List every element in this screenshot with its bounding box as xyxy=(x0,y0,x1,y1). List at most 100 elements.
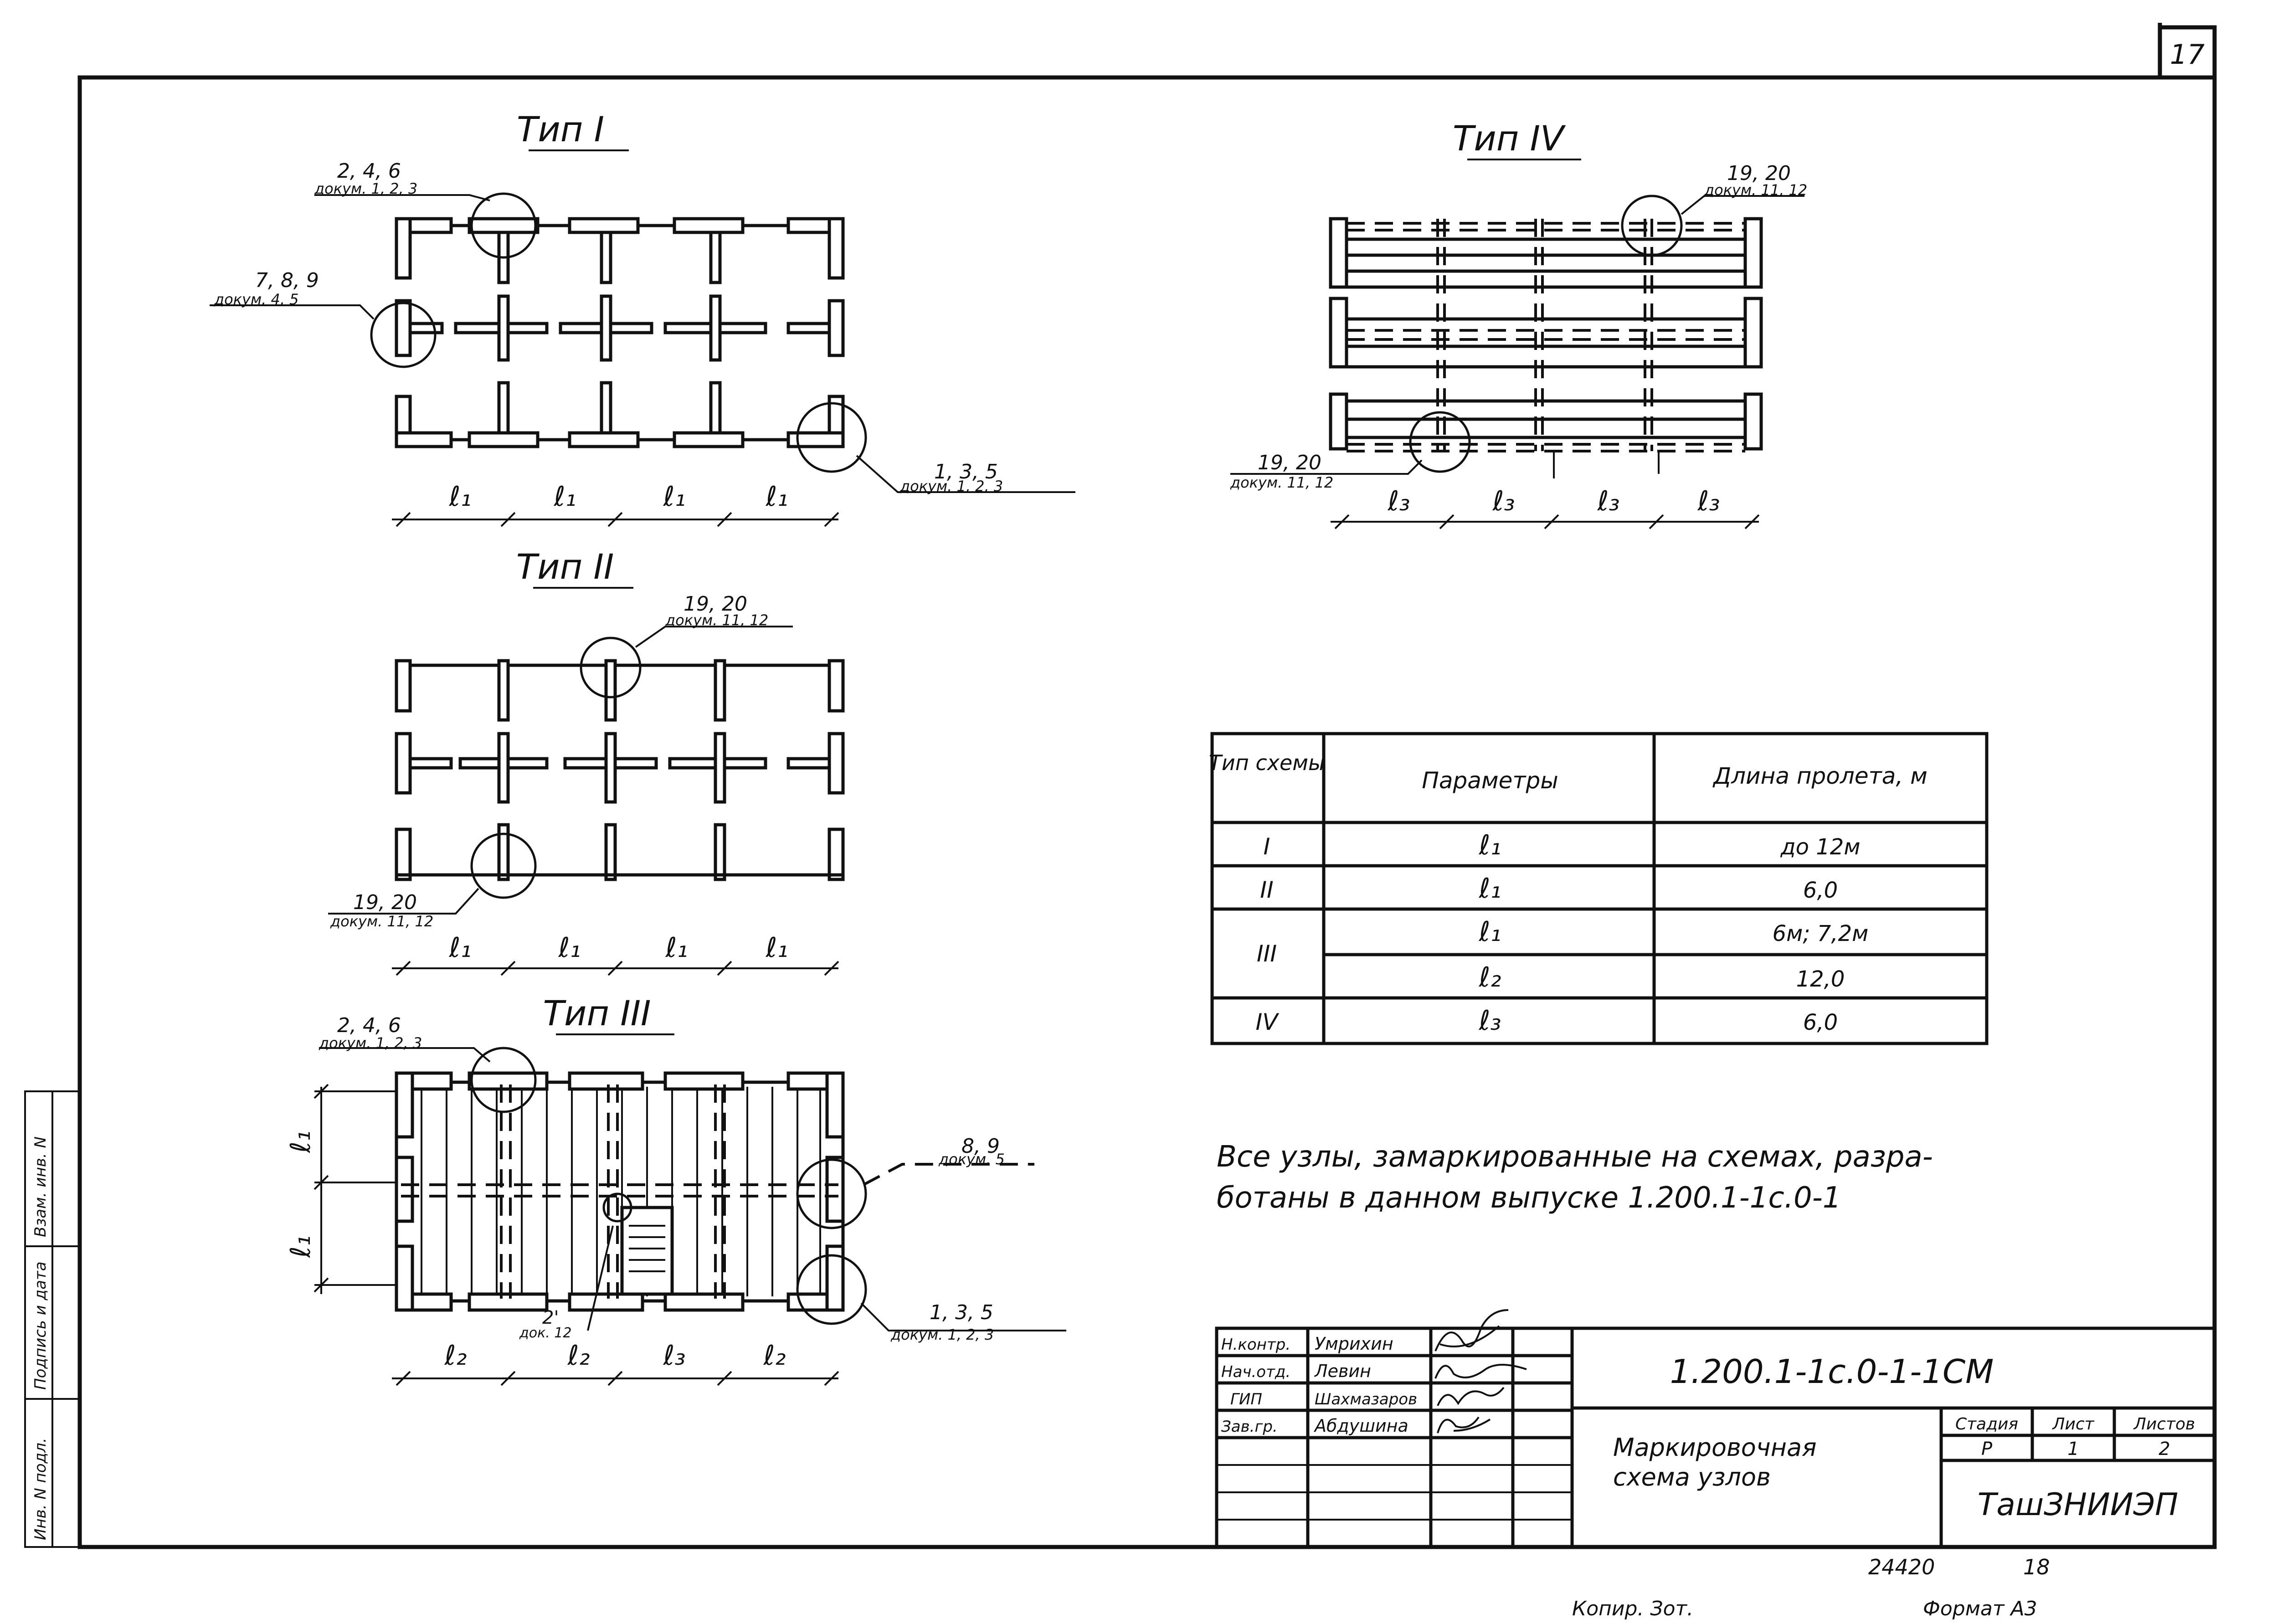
table-row-2-param: ℓ₁ xyxy=(1479,873,1501,905)
type1-callout-2-doc: докум. 4, 5 xyxy=(214,291,299,308)
table-row-1-length: до 12м xyxy=(1780,834,1860,860)
type4-dim-4: ℓ₃ xyxy=(1697,485,1720,517)
scheme-type-1: Тип I xyxy=(210,109,1075,527)
staff-name-2: Левин xyxy=(1314,1361,1371,1381)
table-row-2-length: 6,0 xyxy=(1803,878,1838,903)
type4-callout-2-nodes: 19, 20 xyxy=(1258,451,1321,474)
table-header-params: Параметры xyxy=(1422,767,1558,794)
signature-2 xyxy=(1434,1364,1527,1379)
sheet-header: Лист xyxy=(2051,1415,2094,1434)
type3-callout-1-nodes: 2, 4, 6 xyxy=(337,1014,401,1037)
signature-1 xyxy=(1434,1309,1509,1352)
type1-callout-3-doc: докум. 1, 2, 3 xyxy=(899,478,1003,495)
stage-header: Стадия xyxy=(1955,1415,2018,1434)
document-code: 1.200.1-1с.0-1-1СМ xyxy=(1670,1352,1994,1391)
staff-name-3: Шахмазаров xyxy=(1315,1390,1417,1408)
scheme-type-2: Тип II 19, 20 докум. 11, 12 19, 2 xyxy=(328,546,845,976)
sheets-header: Листов xyxy=(2133,1415,2195,1434)
type3-dim-3: ℓ₃ xyxy=(663,1340,686,1372)
signature-3 xyxy=(1437,1387,1505,1406)
organization: ТашЗНИИЭП xyxy=(1978,1487,2179,1523)
table-row-3-length: 6м; 7,2м xyxy=(1773,921,1869,946)
type1-dim-1: ℓ₁ xyxy=(449,481,472,513)
type4-dim-3: ℓ₃ xyxy=(1597,485,1620,517)
type1-callout-1-nodes: 2, 4, 6 xyxy=(337,159,401,183)
type2-callout-2-doc: докум. 11, 12 xyxy=(330,913,433,930)
table-row-5-length: 6,0 xyxy=(1803,1010,1838,1035)
type1-callout-1-doc: докум. 1, 2, 3 xyxy=(314,180,417,197)
bottom-code: 24420 xyxy=(1868,1555,1935,1579)
type2-dim-2: ℓ₁ xyxy=(558,932,581,964)
type3-callout-4-doc: док. 12 xyxy=(519,1325,571,1341)
type1-callout-3-nodes: 1, 3, 5 xyxy=(934,460,998,483)
stamp-sign-date: Подпись и дата xyxy=(31,1261,50,1390)
type3-side-dim-1: ℓ₁ xyxy=(285,1131,317,1153)
table-row-1-param: ℓ₁ xyxy=(1479,829,1501,861)
type3-dim-4: ℓ₂ xyxy=(763,1340,786,1372)
table-row-2-type: II xyxy=(1260,877,1274,903)
staff-role-3: ГИП xyxy=(1230,1390,1262,1408)
type4-callout-1-doc: докум. 11, 12 xyxy=(1704,181,1807,199)
type2-dim-3: ℓ₁ xyxy=(665,932,688,964)
type3-callout-1-doc: докум. 1, 2, 3 xyxy=(319,1034,422,1052)
staff-role-2: Нач.отд. xyxy=(1221,1363,1290,1381)
staff-role-1: Н.контр. xyxy=(1221,1336,1290,1354)
parameters-table: Тип схемы Параметры Длина пролета, м I ℓ… xyxy=(1209,732,1989,1045)
type2-callout-1-nodes: 19, 20 xyxy=(684,592,747,616)
table-header-length: Длина пролета, м xyxy=(1712,763,1927,789)
stamp-inv-orig: Инв. N подл. xyxy=(31,1438,50,1540)
type4-dim-1: ℓ₃ xyxy=(1388,485,1410,517)
type3-side-dim-2: ℓ₁ xyxy=(285,1235,317,1258)
table-row-4-param: ℓ₂ xyxy=(1479,961,1501,993)
table-row-5-type: IV xyxy=(1256,1009,1280,1035)
format-note: Формат А3 xyxy=(1923,1597,2037,1620)
type3-callout-3-doc: докум. 1, 2, 3 xyxy=(890,1326,994,1343)
type3-callout-3-nodes: 1, 3, 5 xyxy=(930,1301,993,1324)
table-header-type-text: Тип схемы xyxy=(1209,750,1325,775)
type2-dim-1: ℓ₁ xyxy=(449,932,472,964)
title-block: Н.контр. Умрихин Нач.отд. Левин ГИП Шахм… xyxy=(1215,1309,2216,1549)
table-row-3-type: III xyxy=(1257,940,1277,967)
table-row-1-type: I xyxy=(1264,833,1270,860)
bottom-number: 18 xyxy=(2023,1555,2050,1579)
type3-dim-2: ℓ₂ xyxy=(567,1340,590,1372)
scheme-type-2-title: Тип II xyxy=(516,546,614,587)
sheet-value: 1 xyxy=(2067,1439,2079,1460)
table-header-type: Тип схемы xyxy=(1209,750,1325,775)
type3-callout-2-nodes: 8, 9 xyxy=(961,1135,1000,1158)
signature-4 xyxy=(1437,1416,1491,1434)
type1-callout-2-nodes: 7, 8, 9 xyxy=(255,269,319,292)
scheme-type-1-title: Тип I xyxy=(517,109,604,149)
note-line-2: ботаны в данном выпуске 1.200.1-1с.0-1 xyxy=(1217,1181,1841,1215)
stamp-inv-replace: Взам. инв. N xyxy=(31,1136,50,1237)
type1-dim-3: ℓ₁ xyxy=(663,481,686,513)
scheme-type-3: Тип III xyxy=(285,993,1066,1386)
type1-dim-4: ℓ₁ xyxy=(766,481,788,513)
table-row-4-length: 12,0 xyxy=(1796,966,1845,992)
type2-callout-1-doc: докум. 11, 12 xyxy=(665,612,768,629)
copy-note: Копир. Зот. xyxy=(1572,1597,1693,1620)
drawing-name-line-1: Маркировочная xyxy=(1613,1433,1817,1462)
type1-dim-2: ℓ₁ xyxy=(554,481,576,513)
general-note: Все узлы, замаркированные на схемах, раз… xyxy=(1217,1140,1933,1215)
drawing-name-line-2: схема узлов xyxy=(1613,1463,1771,1491)
staff-name-1: Умрихин xyxy=(1315,1334,1393,1354)
type4-callout-1-nodes: 19, 20 xyxy=(1727,162,1791,185)
type2-callout-2-nodes: 19, 20 xyxy=(353,891,417,914)
type3-dim-1: ℓ₂ xyxy=(444,1340,467,1372)
page-number: 17 xyxy=(2170,39,2205,71)
scheme-type-4: Тип IV 19, 20 докум. 11, 12 19, 20 докум… xyxy=(1230,118,1807,529)
table-row-3-param: ℓ₁ xyxy=(1479,916,1501,948)
staff-role-4: Зав.гр. xyxy=(1221,1418,1278,1436)
staff-name-4: Абдушина xyxy=(1313,1416,1408,1436)
note-line-1: Все узлы, замаркированные на схемах, раз… xyxy=(1217,1140,1933,1174)
type4-callout-2-doc: докум. 11, 12 xyxy=(1230,474,1333,491)
scheme-type-4-title: Тип IV xyxy=(1453,118,1566,159)
type3-callout-2-doc: докум. 5 xyxy=(938,1151,1005,1168)
stage-value: Р xyxy=(1981,1439,1993,1460)
type3-callout-4-nodes: 2' xyxy=(542,1307,559,1328)
type4-dim-2: ℓ₃ xyxy=(1492,485,1515,517)
scheme-type-3-title: Тип III xyxy=(543,993,651,1033)
sheets-value: 2 xyxy=(2159,1439,2170,1460)
